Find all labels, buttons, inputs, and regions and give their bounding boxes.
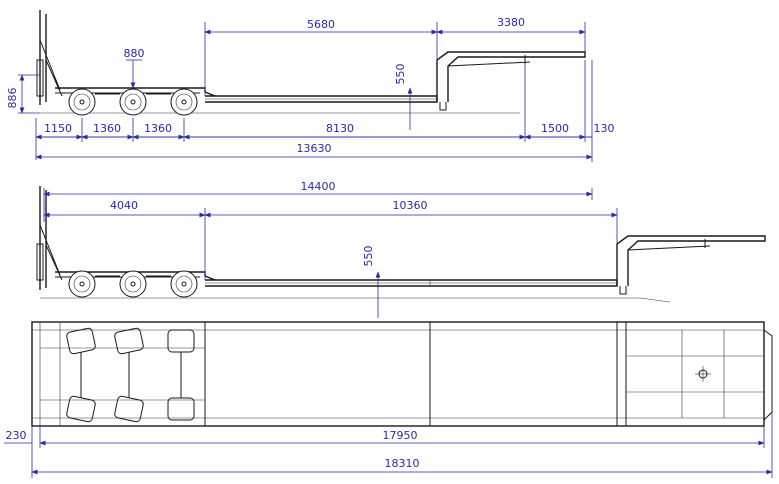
dim-wheelbase: 8130 <box>326 122 354 135</box>
dim-extended-section: 10360 <box>393 199 428 212</box>
dim-kingpin-offset: 1500 <box>541 122 569 135</box>
dim-neck-length: 3380 <box>497 16 525 29</box>
axle-wheels-top <box>68 88 198 116</box>
plan-view: 230 17950 18310 <box>4 321 773 478</box>
side-view-extended: 14400 4040 10360 550 <box>36 180 766 318</box>
dim-frame-length: 17950 <box>383 429 418 442</box>
dim-deck-length: 5680 <box>307 18 335 31</box>
dim-deck-height-top: 550 <box>394 64 407 85</box>
dim-overall-length: 13630 <box>297 142 332 155</box>
dim-axle-spacing-2: 1360 <box>144 122 172 135</box>
dim-rear-overhang: 1150 <box>44 122 72 135</box>
dim-total-length: 18310 <box>385 457 420 470</box>
axle-wheels-middle <box>68 270 198 298</box>
dim-axle-spread: 880 <box>124 47 145 60</box>
dim-axle-spacing-1: 1360 <box>93 122 121 135</box>
plan-wheels <box>66 327 195 423</box>
dim-overall-extended: 14400 <box>301 180 336 193</box>
dim-front-overhang: 130 <box>594 122 615 135</box>
side-view-retracted: 5680 3380 880 886 550 1150 1360 1360 <box>6 10 615 162</box>
dim-overall-height: 886 <box>6 88 19 109</box>
dim-rear-offset: 230 <box>6 429 27 442</box>
dim-rear-section: 4040 <box>110 199 138 212</box>
dim-deck-height-mid: 550 <box>362 246 375 267</box>
